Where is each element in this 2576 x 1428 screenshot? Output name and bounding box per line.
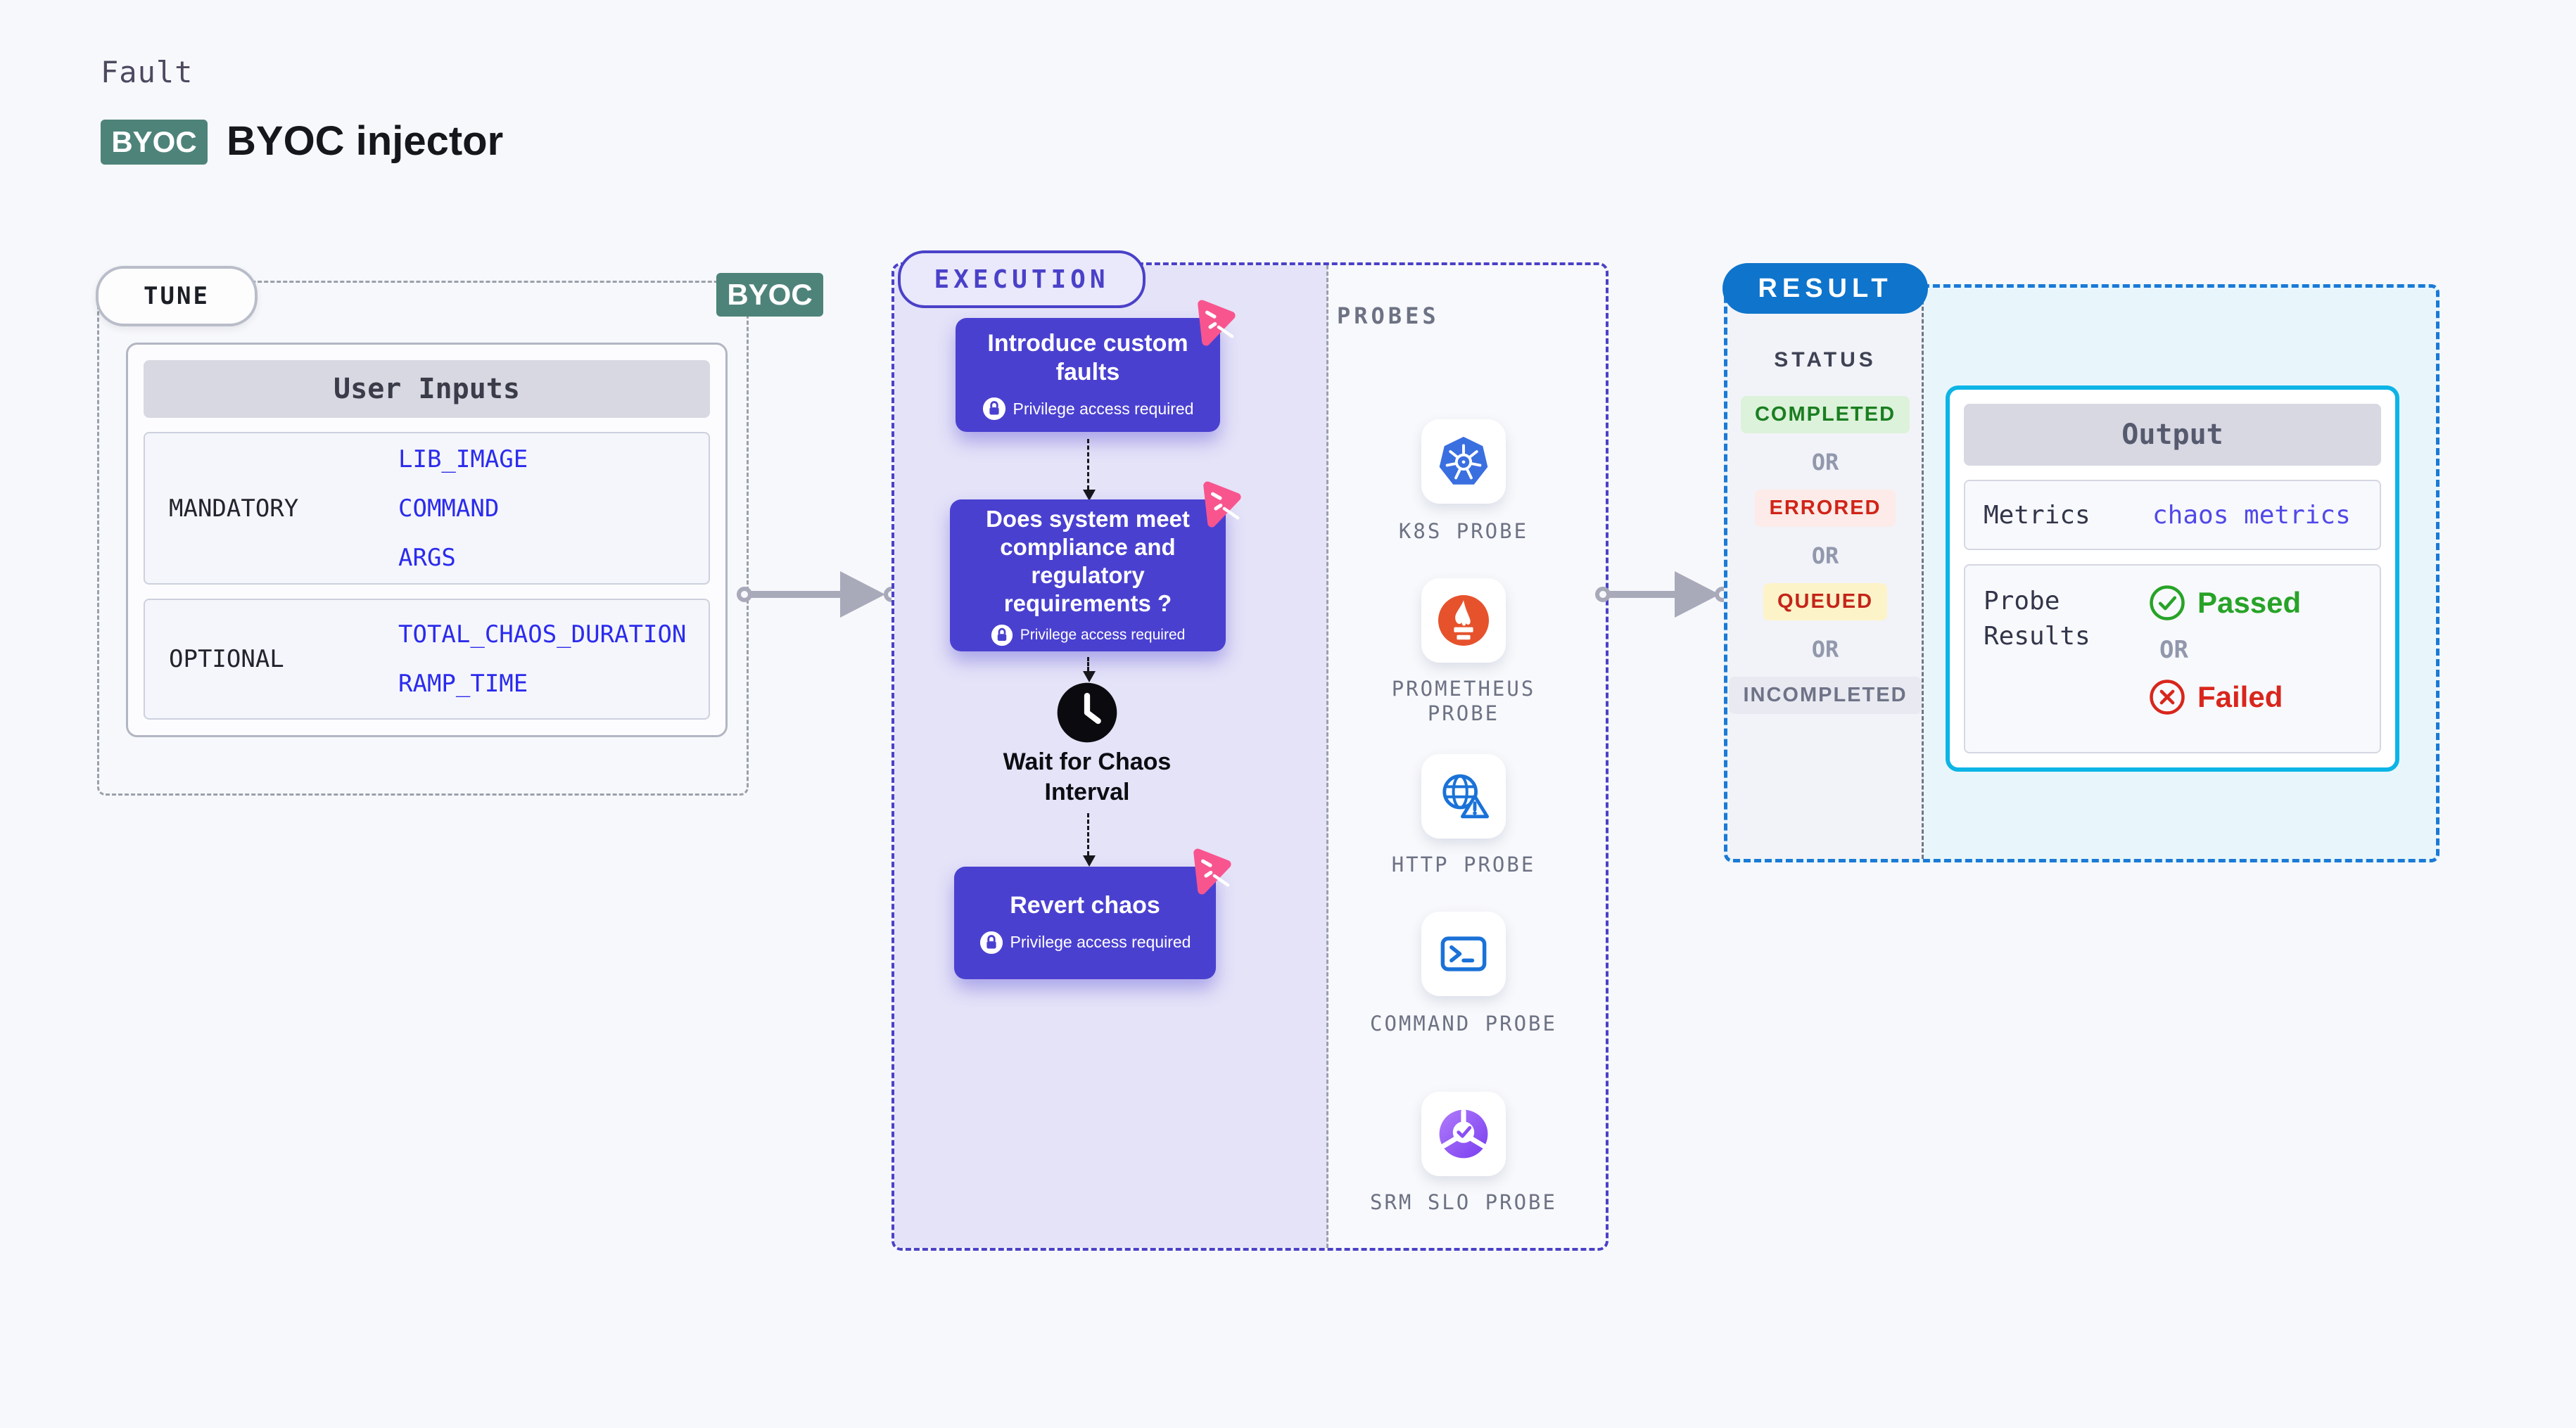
or-separator: OR — [1811, 542, 1839, 569]
tune-section-box — [97, 281, 749, 796]
tune-pill: TUNE — [96, 266, 258, 326]
optional-row: OPTIONAL TOTAL_CHAOS_DURATION RAMP_TIME — [144, 598, 710, 720]
execution-pill: EXECUTION — [898, 250, 1146, 308]
status-badge-completed: COMPLETED — [1740, 396, 1910, 433]
privilege-label: Privilege access required — [1010, 933, 1191, 952]
arrow-shaft — [1610, 591, 1675, 598]
step-title: Introduce custom faults — [987, 329, 1188, 385]
output-title: Output — [1964, 404, 2381, 466]
probe-tile-http — [1421, 754, 1506, 839]
step-title: Revert chaos — [1010, 892, 1160, 919]
status-badge-errored: ERRORED — [1755, 490, 1896, 527]
result-pill: RESULT — [1722, 263, 1928, 314]
mandatory-label: MANDATORY — [169, 494, 299, 523]
step-title: Does system meet compliance and regulato… — [986, 505, 1190, 617]
user-inputs-card: User Inputs MANDATORY LIB_IMAGE COMMAND … — [126, 343, 728, 737]
optional-label: OPTIONAL — [169, 644, 284, 673]
metrics-row: Metrics chaos metrics — [1964, 480, 2381, 550]
or-separator: OR — [1811, 449, 1839, 476]
privilege-label: Privilege access required — [1020, 626, 1186, 643]
arrow-start-circle — [1595, 587, 1611, 602]
privilege-badge: Privilege access required — [982, 397, 1194, 421]
input-command: COMMAND — [398, 494, 500, 523]
probe-results-label: Probe Results — [1984, 587, 2090, 651]
probe-results-row: Probe Results Passed OR Faile — [1964, 564, 2381, 753]
step-revert-chaos: Revert chaos Privilege access required — [954, 848, 1231, 979]
input-total-chaos-duration: TOTAL_CHAOS_DURATION — [398, 620, 687, 649]
mandatory-row: MANDATORY LIB_IMAGE COMMAND ARGS — [144, 432, 710, 585]
input-lib-image: LIB_IMAGE — [398, 445, 528, 473]
or-separator: OR — [1811, 636, 1839, 663]
status-column: STATUS COMPLETED OR ERRORED OR QUEUED OR… — [1727, 288, 1923, 859]
lock-icon — [991, 624, 1013, 646]
byoc-corner-badge: BYOC — [716, 273, 823, 317]
flow-connector — [1083, 813, 1096, 867]
chaos-pin-icon — [1203, 481, 1241, 528]
srm-slo-icon — [1439, 1109, 1488, 1159]
chaos-pin-icon — [1193, 848, 1231, 895]
probe-results-values: Passed OR Failed — [2148, 584, 2301, 752]
mandatory-values: LIB_IMAGE COMMAND ARGS — [321, 433, 709, 583]
flow-connector — [1083, 657, 1096, 682]
x-circle-icon — [2150, 680, 2185, 715]
probes-title: PROBES — [1337, 302, 1440, 329]
lock-icon — [982, 397, 1005, 421]
step-compliance-check: Does system meet compliance and regulato… — [950, 481, 1241, 651]
chaos-metrics-link[interactable]: chaos metrics — [2152, 500, 2351, 530]
arrow-shaft — [751, 591, 840, 598]
failed-line: Failed — [2148, 678, 2301, 716]
result-divider — [1922, 288, 1924, 859]
probe-label: HTTP PROBE — [1391, 853, 1536, 876]
byoc-header-badge: BYOC — [101, 120, 208, 165]
optional-values: TOTAL_CHAOS_DURATION RAMP_TIME — [321, 600, 709, 718]
kubernetes-icon — [1439, 436, 1488, 485]
arrow-head-icon — [840, 571, 885, 618]
flow-connector — [1083, 439, 1096, 501]
arrow-start-circle — [737, 587, 752, 602]
step-introduce-faults: Introduce custom faults Privilege access… — [956, 300, 1236, 432]
privilege-label: Privilege access required — [1013, 399, 1194, 418]
http-globe-icon — [1442, 774, 1489, 819]
status-title: STATUS — [1774, 348, 1877, 371]
probe-tile-k8s — [1421, 419, 1506, 504]
page-title: BYOC injector — [227, 118, 504, 164]
probe-label: SRM SLO PROBE — [1370, 1190, 1557, 1214]
passed-label: Passed — [2197, 586, 2302, 619]
input-args: ARGS — [398, 543, 456, 572]
fault-eyebrow: Fault — [101, 55, 193, 89]
prometheus-icon — [1438, 595, 1489, 646]
privilege-badge: Privilege access required — [991, 624, 1186, 646]
wait-clock-icon — [1057, 682, 1117, 743]
status-badge-queued: QUEUED — [1763, 583, 1888, 620]
arrow-head-icon — [1675, 571, 1720, 618]
terminal-icon — [1440, 936, 1487, 971]
chaos-pin-icon — [1198, 300, 1236, 346]
metrics-label: Metrics — [1984, 500, 2090, 530]
probe-label: PROMETHEUS PROBE — [1391, 677, 1536, 725]
failed-label: Failed — [2197, 680, 2283, 713]
passed-line: Passed — [2148, 584, 2301, 622]
input-ramp-time: RAMP_TIME — [398, 669, 528, 698]
probe-tile-srm-slo — [1421, 1092, 1506, 1176]
probe-tile-command — [1421, 912, 1506, 996]
lock-icon — [979, 931, 1003, 954]
or-separator: OR — [2159, 636, 2188, 664]
status-badge-incompleted: INCOMPLETED — [1729, 677, 1922, 714]
wait-step-label: Wait for Chaos Interval — [1003, 748, 1172, 805]
probe-label: K8S PROBE — [1398, 519, 1529, 543]
user-inputs-title: User Inputs — [144, 360, 710, 419]
privilege-badge: Privilege access required — [979, 931, 1191, 955]
output-card: Output Metrics chaos metrics Probe Resul… — [1946, 385, 2399, 772]
probe-tile-prometheus — [1421, 578, 1506, 663]
probes-divider — [1326, 265, 1328, 1248]
probe-label: COMMAND PROBE — [1370, 1012, 1557, 1035]
check-circle-icon — [2150, 585, 2185, 620]
